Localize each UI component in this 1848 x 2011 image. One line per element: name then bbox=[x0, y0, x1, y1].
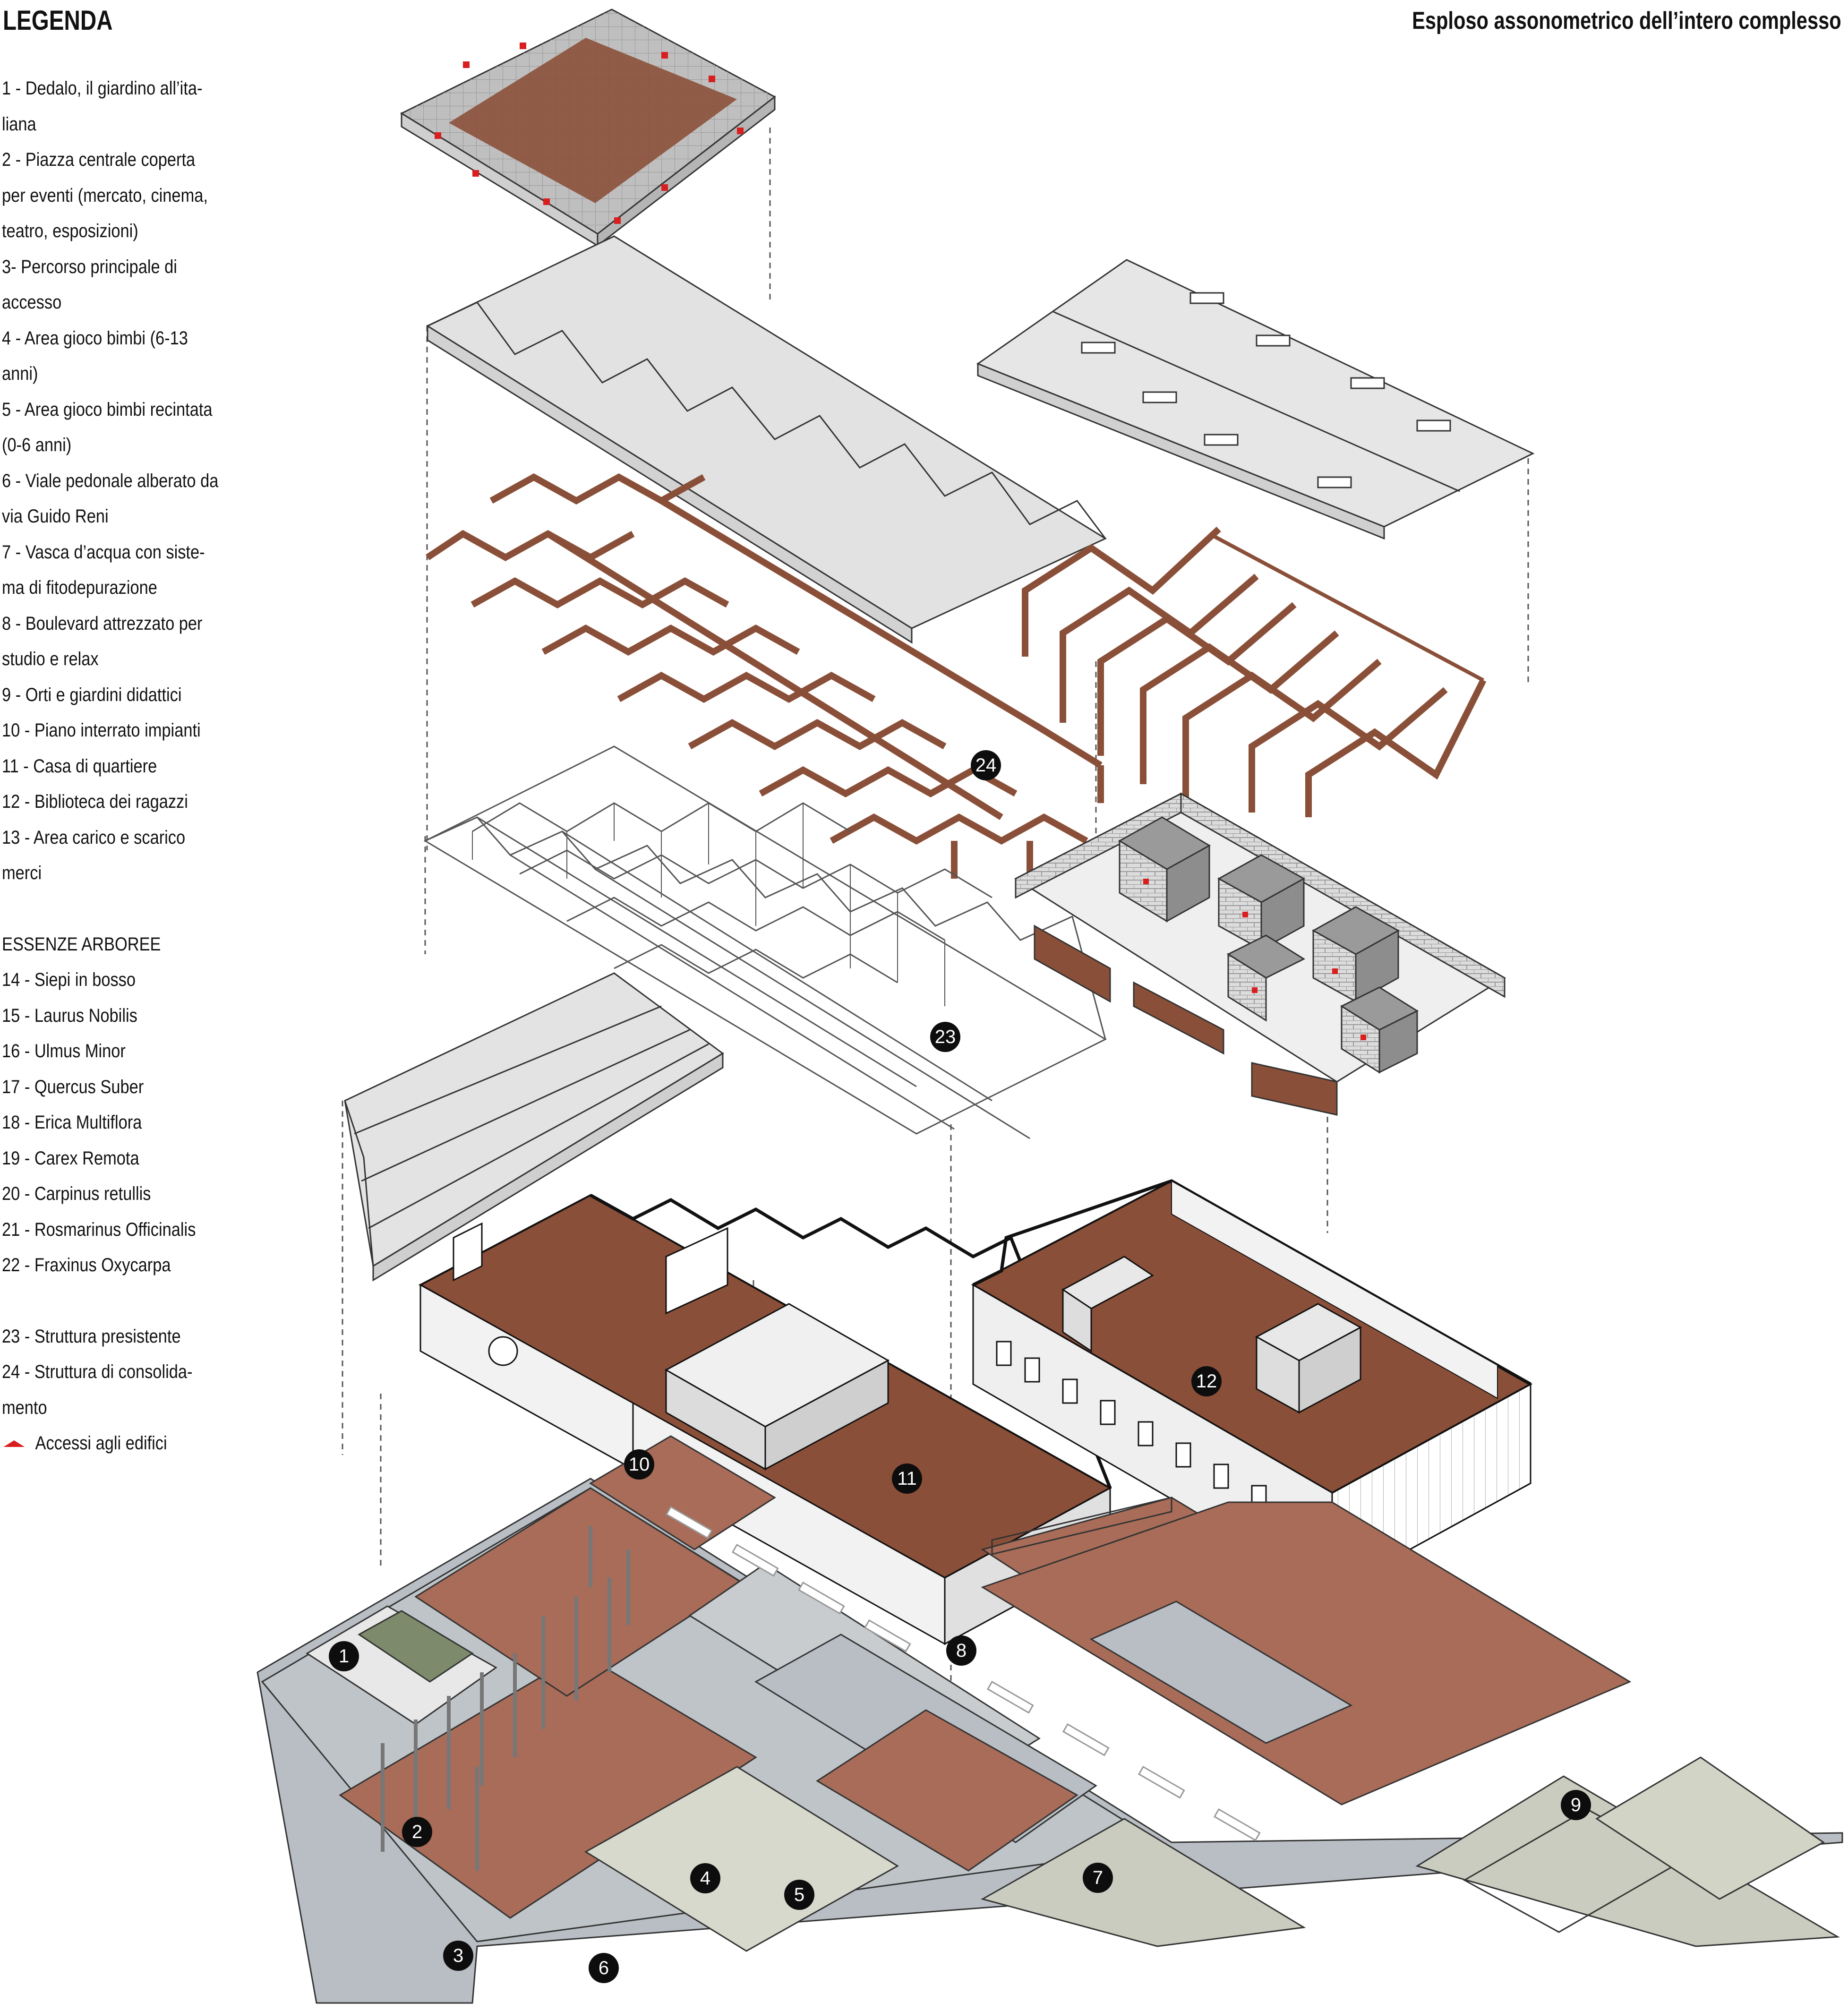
trees-title: ESSENZE ARBOREE bbox=[2, 933, 161, 955]
marker-12: 12 bbox=[1191, 1366, 1222, 1396]
sawtooth-roof bbox=[426, 235, 1107, 644]
svg-text:12: 12 bbox=[1196, 1371, 1217, 1392]
marker-1: 1 bbox=[329, 1641, 359, 1671]
svg-text:5: 5 bbox=[794, 1884, 804, 1905]
legend-item: 2 - Piazza centrale coperta bbox=[2, 149, 196, 170]
structure-item: 24 - Struttura di consolida- bbox=[2, 1361, 193, 1382]
structure-item: 23 - Struttura presistente bbox=[2, 1326, 181, 1347]
legend-item: 10 - Piano interrato impianti bbox=[2, 720, 201, 741]
svg-text:3: 3 bbox=[453, 1945, 463, 1966]
svg-text:6: 6 bbox=[599, 1958, 609, 1978]
legend-item: 4 - Area gioco bimbi (6-13 bbox=[2, 327, 188, 349]
svg-text:24: 24 bbox=[975, 755, 997, 776]
tree-item: 16 - Ulmus Minor bbox=[2, 1041, 126, 1061]
legend-item: accesso bbox=[2, 292, 62, 313]
legend-item: studio e relax bbox=[2, 649, 99, 669]
svg-text:4: 4 bbox=[700, 1868, 710, 1889]
legend-item: via Guido Reni bbox=[2, 506, 109, 527]
reinforcement-frame-right bbox=[1022, 526, 1487, 817]
marker-6: 6 bbox=[589, 1953, 619, 1983]
legend-item: 12 - Biblioteca dei ragazzi bbox=[2, 791, 188, 812]
gable-roof bbox=[976, 259, 1535, 540]
tree-item: 18 - Erica Multiflora bbox=[2, 1112, 142, 1133]
access-label: Accessi agli edifici bbox=[35, 1433, 167, 1454]
access-marker-icon bbox=[3, 1440, 25, 1447]
tree-item: 17 - Quercus Suber bbox=[2, 1076, 144, 1097]
marker-8: 8 bbox=[946, 1635, 976, 1666]
marker-3: 3 bbox=[443, 1941, 473, 1971]
legend-item: 7 - Vasca d’acqua con siste- bbox=[2, 541, 205, 563]
ground-plan bbox=[257, 1435, 1843, 2004]
svg-text:2: 2 bbox=[412, 1822, 422, 1842]
legend-item: 5 - Area gioco bimbi recintata bbox=[2, 399, 213, 420]
svg-text:11: 11 bbox=[897, 1468, 917, 1489]
legend-item: 3- Percorso principale di bbox=[2, 256, 177, 277]
marker-2: 2 bbox=[402, 1817, 432, 1847]
legend-item: teatro, esposizioni) bbox=[2, 221, 138, 241]
library-upper-floor bbox=[1014, 792, 1506, 1116]
marker-5: 5 bbox=[784, 1880, 814, 1910]
access-legend: Accessi agli edifici bbox=[2, 1426, 230, 1462]
reinforcement-frame-left bbox=[426, 473, 1104, 883]
tree-item: 19 - Carex Remota bbox=[2, 1147, 139, 1169]
svg-text:10: 10 bbox=[629, 1454, 650, 1475]
legend-item: 6 - Viale pedonale alberato da bbox=[2, 470, 219, 491]
legend-item: merci bbox=[2, 863, 42, 883]
grid-roof-layer bbox=[400, 9, 776, 248]
legend-item: per eventi (mercato, cinema, bbox=[2, 185, 208, 206]
marker-9: 9 bbox=[1561, 1790, 1591, 1820]
marker-11: 11 bbox=[892, 1463, 922, 1494]
svg-text:9: 9 bbox=[1571, 1795, 1581, 1815]
tree-item: 21 - Rosmarinus Officinalis bbox=[2, 1219, 196, 1240]
legend-item: ma di fitodepurazione bbox=[2, 577, 157, 598]
tree-item: 22 - Fraxinus Oxycarpa bbox=[2, 1255, 171, 1275]
legend-item: 13 - Area carico e scarico bbox=[2, 827, 186, 848]
legend-item: 1 - Dedalo, il giardino all’ita- bbox=[2, 78, 203, 99]
svg-text:23: 23 bbox=[935, 1027, 956, 1047]
legend-item: liana bbox=[2, 113, 36, 135]
marker-23: 23 bbox=[930, 1022, 960, 1052]
legend-item: anni) bbox=[2, 363, 38, 384]
marker-24: 24 bbox=[971, 750, 1001, 780]
marker-7: 7 bbox=[1083, 1863, 1113, 1893]
legend-item: 8 - Boulevard attrezzato per bbox=[2, 613, 203, 634]
existing-truss-structure bbox=[423, 745, 1107, 1139]
marker-10: 10 bbox=[624, 1449, 654, 1480]
tree-item: 20 - Carpinus retullis bbox=[2, 1183, 151, 1204]
svg-text:8: 8 bbox=[956, 1640, 967, 1661]
left-sawtooth-roof bbox=[344, 972, 724, 1282]
legend-title: LEGENDA bbox=[3, 5, 113, 36]
legend-item: (0-6 anni) bbox=[2, 435, 72, 455]
legend-item: 9 - Orti e giardini didattici bbox=[2, 684, 182, 705]
tree-item: 15 - Laurus Nobilis bbox=[2, 1005, 137, 1026]
diagram-title: Esploso assonometrico dell’intero comple… bbox=[1412, 7, 1842, 34]
svg-text:7: 7 bbox=[1093, 1867, 1103, 1888]
marker-4: 4 bbox=[690, 1863, 720, 1893]
legend-item: 11 - Casa di quartiere bbox=[2, 755, 157, 777]
legend: 1 - Dedalo, il giardino all’ita- liana 2… bbox=[2, 71, 266, 1462]
structure-item: mento bbox=[2, 1397, 47, 1418]
tree-item: 14 - Siepi in bosso bbox=[2, 969, 136, 990]
svg-text:1: 1 bbox=[339, 1646, 349, 1667]
